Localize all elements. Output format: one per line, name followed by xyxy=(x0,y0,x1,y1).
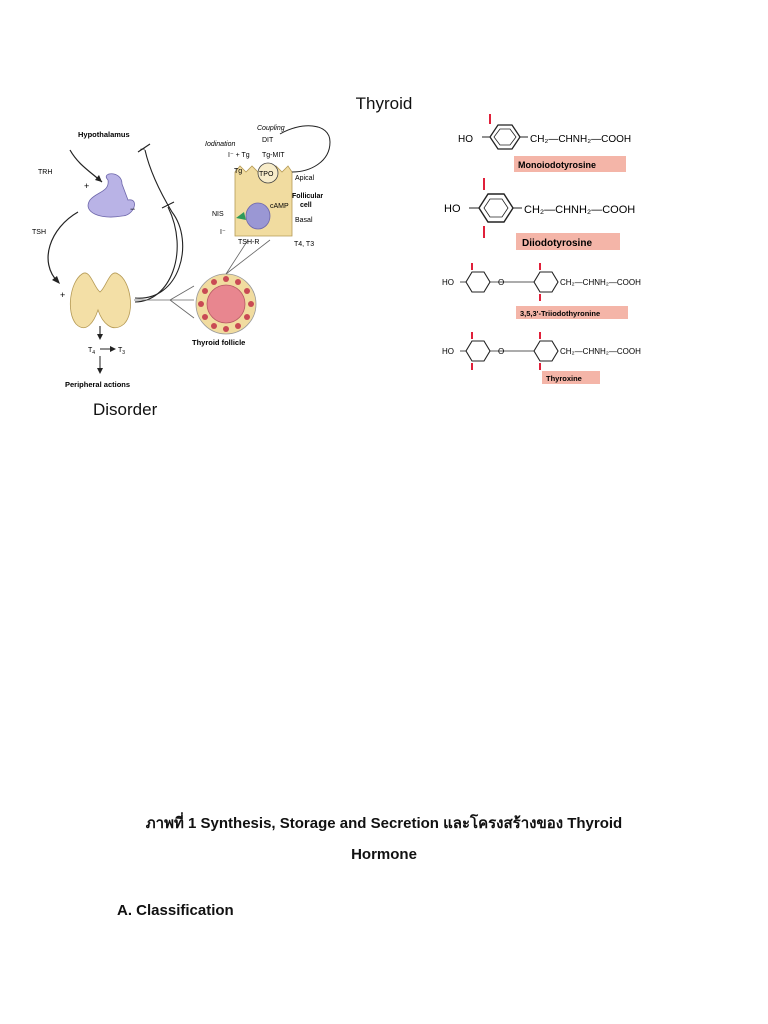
tpo-label: TPO xyxy=(259,171,274,178)
caption-line-1: ภาพที่ 1 Synthesis, Storage and Secretio… xyxy=(145,815,623,832)
triiodothyronine-label: 3,5,3'-Triiodothyronine xyxy=(520,309,600,318)
side-chain-1: CH₂—CHNH₂—COOH xyxy=(530,134,631,145)
thyroxine-label: Thyroxine xyxy=(546,374,582,383)
ho-label-1: HO xyxy=(458,134,473,145)
ho-label-4: HO xyxy=(442,347,454,356)
monoiodotyrosine-label: Monoiodotyrosine xyxy=(518,160,596,170)
iodide-tg-label: I⁻ + Tg xyxy=(228,152,250,159)
trh-plus: + xyxy=(84,181,89,191)
dit-label: DIT xyxy=(262,137,274,144)
thyroid-follicle-label: Thyroid follicle xyxy=(192,338,245,347)
iodothyronine-structures: HO CH₂—CHNH₂—COOH Monoiodotyrosine HO CH… xyxy=(442,114,641,384)
page-heading: Thyroid xyxy=(355,94,413,113)
side-chain-2: CH₂—CHNH₂—COOH xyxy=(524,204,635,216)
t4-label: T4 xyxy=(88,347,95,356)
tsh-label: TSH xyxy=(32,229,46,236)
section-title: A. Classification xyxy=(117,902,234,919)
thyroid-gland xyxy=(69,272,131,329)
peripheral-actions-label: Peripheral actions xyxy=(65,380,130,389)
ether-oxygen-4: O xyxy=(498,347,504,356)
iodide-label: I⁻ xyxy=(220,229,226,236)
caption-line-2: Hormone xyxy=(351,846,417,863)
follicular-cell-label: Follicular xyxy=(292,193,323,200)
follicular-cell-label-2: cell xyxy=(300,202,312,209)
ho-label-3: HO xyxy=(442,278,454,287)
tg-label: Tg xyxy=(234,168,242,175)
t3-label: T3 xyxy=(118,347,125,356)
side-chain-4: CH₂—CHNH₂—COOH xyxy=(560,347,641,356)
iodination-label: Iodination xyxy=(205,141,235,148)
disorder-heading: Disorder xyxy=(93,400,158,419)
hypothalamus-label: Hypothalamus xyxy=(78,130,130,139)
coupling-label: Coupling xyxy=(257,125,285,132)
nis-label: NIS xyxy=(212,211,224,218)
apical-label: Apical xyxy=(295,175,315,182)
diiodotyrosine-label: Diiodotyrosine xyxy=(522,238,592,249)
ho-label-2: HO xyxy=(444,203,461,215)
figure-caption: ภาพที่ 1 Synthesis, Storage and Secretio… xyxy=(80,808,688,870)
pituitary-gland xyxy=(87,173,135,218)
ether-oxygen-3: O xyxy=(498,278,504,287)
thyroid-axis-figure: Hypothalamus TRH + TSH + − − T4 T3 Perip… xyxy=(32,125,331,389)
tsh-plus: + xyxy=(60,290,65,300)
trh-label: TRH xyxy=(38,169,52,176)
feedback-minus-1: − xyxy=(140,144,145,154)
tg-mit-label: Tg-MIT xyxy=(262,152,285,159)
feedback-minus-2: − xyxy=(130,204,135,214)
t4-t3-output-label: T4, T3 xyxy=(294,241,314,248)
basal-label: Basal xyxy=(295,217,313,224)
camp-label: cAMP xyxy=(270,203,289,210)
side-chain-3: CH₂—CHNH₂—COOH xyxy=(560,278,641,287)
tsh-r-label: TSH-R xyxy=(238,239,259,246)
